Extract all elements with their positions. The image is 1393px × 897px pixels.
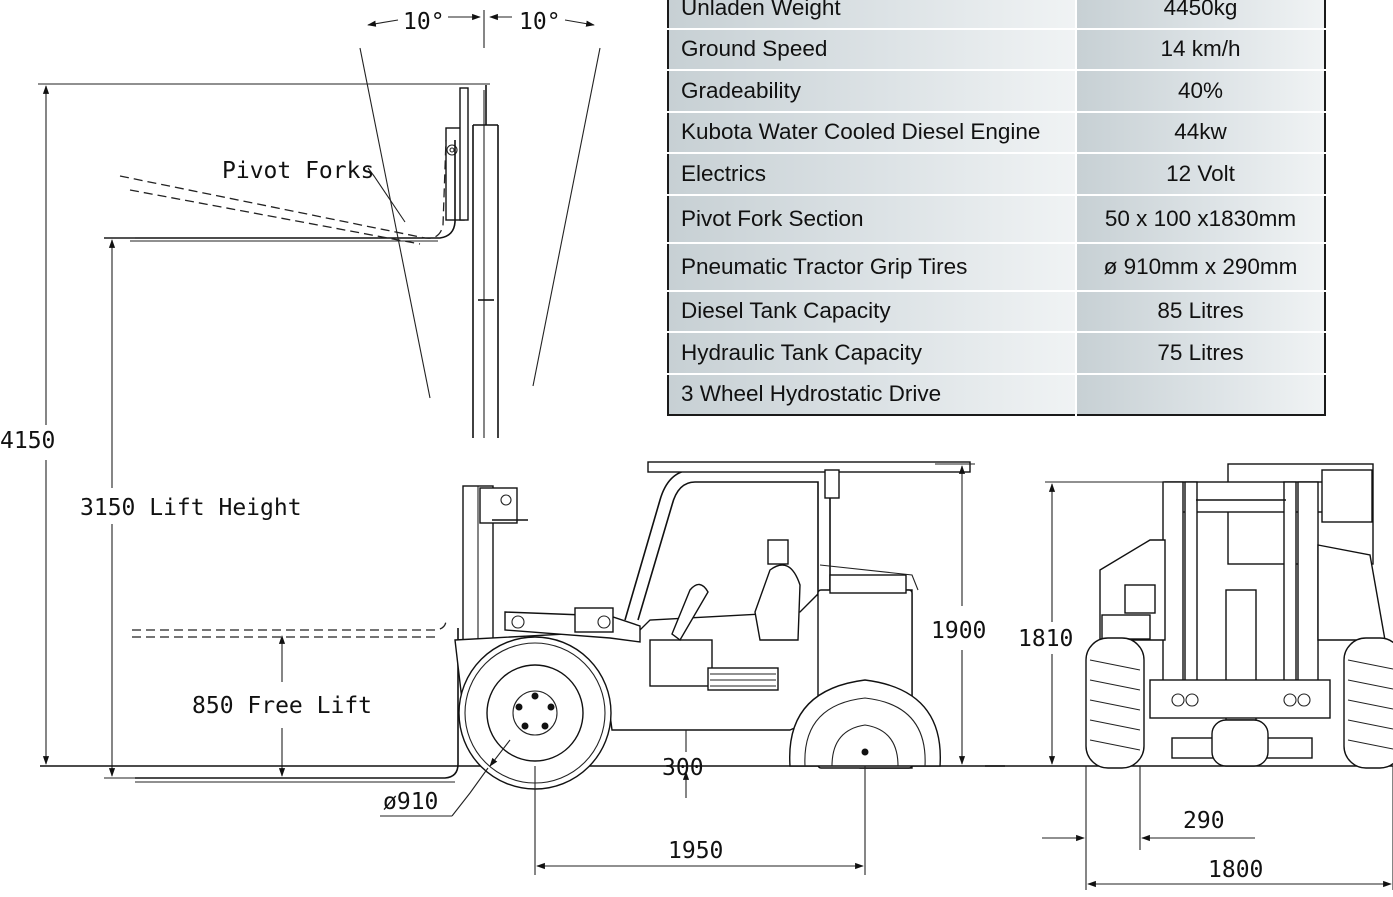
ground-clearance-label: 300 [662,755,704,781]
spec-value: 12 Volt [1076,153,1325,196]
mast-tilt-view [104,10,601,438]
spec-value: 4450kg [1076,0,1325,30]
spec-value: 50 x 100 x1830mm [1076,194,1325,244]
overall-width-label: 1800 [1208,857,1263,883]
spec-label: Hydraulic Tank Capacity [668,332,1077,375]
spec-value: 40% [1076,70,1325,113]
spec-row: 3 Wheel Hydrostatic Drive [668,373,1325,415]
forklift-front-view [985,463,1393,890]
spec-label: Diesel Tank Capacity [668,290,1077,333]
spec-label: Kubota Water Cooled Diesel Engine [668,111,1077,154]
spec-value [1076,373,1325,415]
tilt-left-label: 10° [403,9,445,35]
tire-width-label: 290 [1183,808,1225,834]
spec-label: Pneumatic Tractor Grip Tires [668,242,1077,292]
free-lift-label: 850 Free Lift [192,693,372,719]
height-dimension-lines [38,83,490,779]
lift-height-label: 3150 Lift Height [80,495,302,521]
spec-label: Gradeability [668,70,1077,113]
front-height-label: 1810 [1018,626,1073,652]
spec-label: Pivot Fork Section [668,194,1077,244]
tire-diameter-label: ø910 [383,789,438,815]
spec-label: Ground Speed [668,28,1077,71]
spec-label: Unladen Weight [668,0,1077,30]
forklift-side-view [40,461,1005,875]
spec-value: 75 Litres [1076,332,1325,375]
pivot-forks-label: Pivot Forks [222,158,374,184]
canopy-height-label: 1900 [931,618,986,644]
spec-label: 3 Wheel Hydrostatic Drive [668,373,1077,415]
tilt-right-label: 10° [519,9,561,35]
spec-value: 85 Litres [1076,290,1325,333]
spec-label: Electrics [668,153,1077,196]
overall-height-label: 4150 [0,428,55,454]
spec-value: 14 km/h [1076,28,1325,71]
wheelbase-label: 1950 [668,838,723,864]
spec-value: 44kw [1076,111,1325,154]
spec-value: ø 910mm x 290mm [1076,242,1325,292]
